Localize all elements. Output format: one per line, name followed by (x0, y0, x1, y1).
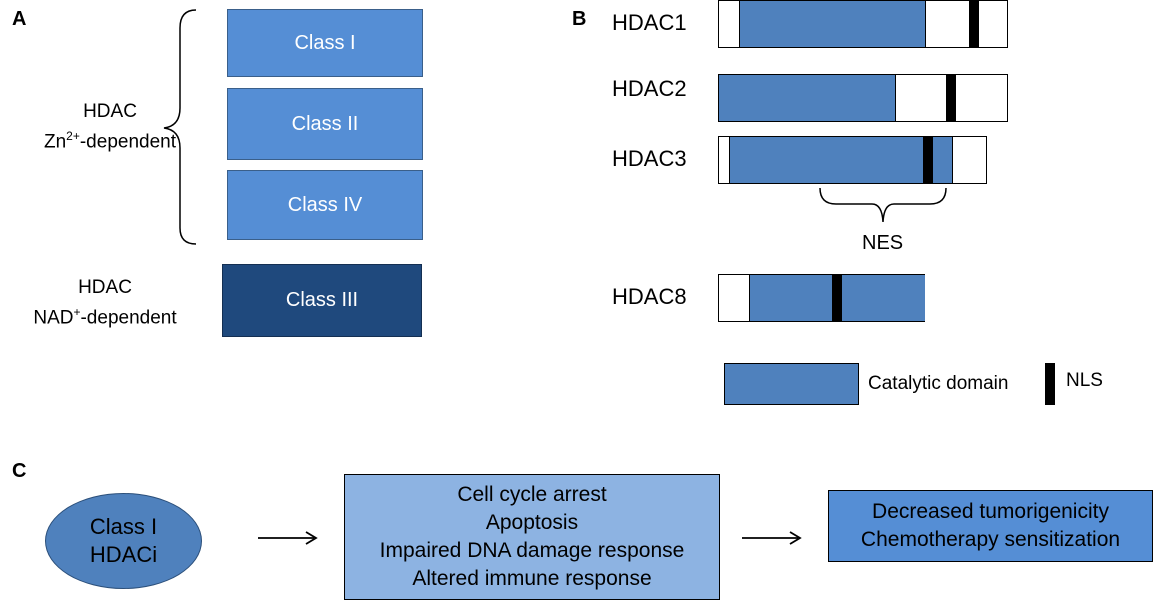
panel-a-letter: A (12, 8, 27, 30)
hdac8-nls (832, 275, 842, 321)
legend-nls-swatch (1045, 363, 1055, 405)
hdac3-catalytic-domain (729, 137, 953, 183)
hdac1-nls (969, 1, 979, 47)
class-i-hdaci-ellipse: Class I HDACi (45, 493, 202, 589)
effect-item: Cell cycle arrest (457, 483, 607, 506)
panel-b-letter: B (572, 8, 587, 30)
zn-dependent-brace (163, 9, 197, 245)
outcomes-box: Decreased tumorigenicity Chemotherapy se… (828, 490, 1153, 562)
hdac2-nls (946, 75, 956, 121)
outcome-item: Decreased tumorigenicity (872, 500, 1109, 523)
class-iii-box: Class III (222, 264, 422, 337)
nes-label: NES (862, 232, 904, 254)
arrow-1 (258, 531, 318, 545)
hdac8-bar (718, 274, 925, 322)
panel-c-letter: C (12, 460, 27, 482)
hdac1-catalytic-domain (739, 1, 926, 47)
hdac8-label: HDAC8 (612, 284, 687, 309)
effects-box: Cell cycle arrest Apoptosis Impaired DNA… (344, 474, 720, 600)
nes-brace (819, 187, 947, 223)
hdac2-label: HDAC2 (612, 76, 687, 101)
hdac2-bar (718, 74, 1008, 122)
hdac3-nls (923, 137, 933, 183)
zn-dependent-label: HDAC Zn2+-dependent (43, 101, 177, 153)
arrow-2 (742, 531, 802, 545)
hdac1-bar (718, 0, 1008, 48)
legend-catalytic-label: Catalytic domain (868, 373, 1009, 394)
class-i-box: Class I (227, 9, 423, 77)
effect-item: Apoptosis (485, 511, 579, 534)
hdac2-catalytic-domain (719, 75, 896, 121)
legend-nls-label: NLS (1066, 370, 1103, 391)
legend-catalytic-swatch (724, 363, 859, 405)
hdac3-bar (718, 136, 987, 184)
effect-item: Altered immune response (412, 567, 652, 590)
outcome-item: Chemotherapy sensitization (860, 528, 1121, 551)
nad-dependent-label: HDAC NAD+-dependent (33, 277, 177, 329)
class-ii-box: Class II (227, 88, 423, 160)
hdac3-label: HDAC3 (612, 146, 687, 171)
class-iv-box: Class IV (227, 170, 423, 240)
effect-item: Impaired DNA damage response (379, 539, 685, 562)
hdac1-label: HDAC1 (612, 10, 687, 35)
